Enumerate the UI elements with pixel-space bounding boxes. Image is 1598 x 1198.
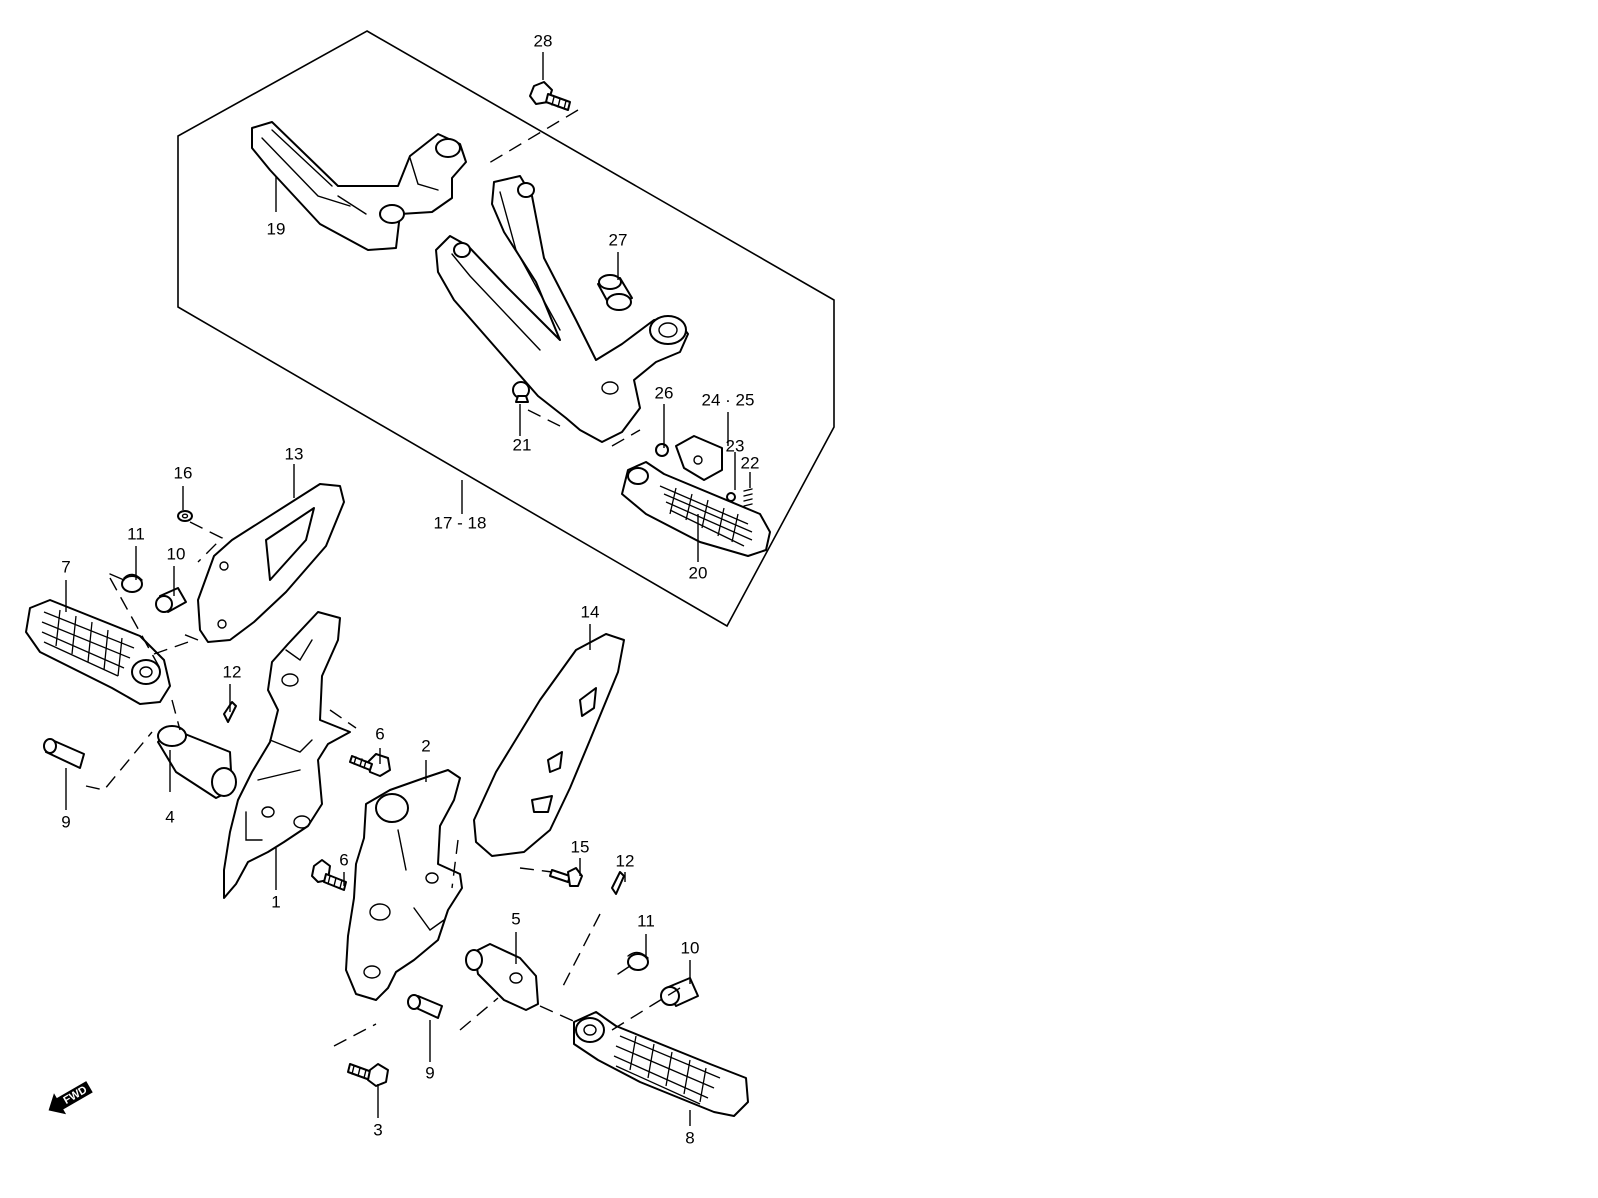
part-13-heel-guard bbox=[197, 483, 345, 643]
part-12-cotter-pin-right bbox=[611, 871, 625, 895]
callout-6-upper: 6 bbox=[375, 724, 384, 743]
part-11-spring-left bbox=[109, 573, 143, 593]
callout-7: 7 bbox=[61, 557, 70, 576]
callout-10-left: 10 bbox=[167, 544, 186, 563]
callout-1: 1 bbox=[271, 892, 280, 911]
callout-4: 4 bbox=[165, 807, 174, 826]
part-26-clip bbox=[655, 443, 669, 457]
leader-lines bbox=[65, 52, 751, 1126]
callout-24-25: 24 · 25 bbox=[702, 390, 755, 409]
callout-13: 13 bbox=[285, 444, 304, 463]
part-22-spring bbox=[743, 488, 753, 507]
part-10-pin-right bbox=[660, 977, 699, 1007]
callout-19: 19 bbox=[267, 219, 286, 238]
part-9-pin-right bbox=[407, 994, 443, 1019]
part-14-heel-guard bbox=[473, 633, 625, 857]
part-6-bolt-lower bbox=[311, 859, 347, 891]
part-24-25-plate bbox=[675, 435, 723, 481]
callout-21: 21 bbox=[513, 435, 532, 454]
callout-23: 23 bbox=[726, 436, 745, 455]
part-5-pivot-shaft bbox=[465, 943, 539, 1011]
callout-5: 5 bbox=[511, 909, 520, 928]
callout-20: 20 bbox=[689, 563, 708, 582]
callout-22: 22 bbox=[741, 453, 760, 472]
part-2-bracket bbox=[345, 769, 463, 1001]
part-8-footpeg-right bbox=[573, 1011, 749, 1117]
part-11-spring-right bbox=[617, 951, 649, 975]
part-15-bolt bbox=[549, 867, 583, 887]
part-27-collar bbox=[597, 274, 633, 311]
callout-9-right: 9 bbox=[425, 1063, 434, 1082]
callout-8: 8 bbox=[685, 1128, 694, 1147]
part-17-18-main-bracket bbox=[435, 175, 689, 443]
callout-12-right: 12 bbox=[616, 851, 635, 870]
rear-footrest-assembly-frame bbox=[177, 30, 835, 628]
part-28-bolt bbox=[529, 81, 571, 111]
callout-17-18: 17 - 18 bbox=[434, 513, 487, 532]
part-20-footpeg bbox=[621, 461, 771, 557]
callout-27: 27 bbox=[609, 230, 628, 249]
callout-labels: 28 19 27 26 24 · 25 21 23 22 17 - 18 20 … bbox=[61, 31, 759, 1147]
callout-12-left: 12 bbox=[223, 662, 242, 681]
part-6-bolt-upper bbox=[349, 753, 391, 777]
part-16-washer bbox=[177, 510, 193, 522]
callout-10-right: 10 bbox=[681, 938, 700, 957]
part-4-pivot-shaft bbox=[157, 725, 237, 799]
callout-14: 14 bbox=[581, 602, 600, 621]
part-7-footpeg-left bbox=[25, 599, 171, 705]
callout-2: 2 bbox=[421, 736, 430, 755]
callout-11-left: 11 bbox=[127, 524, 145, 543]
part-19-bracket bbox=[251, 121, 467, 251]
callout-16: 16 bbox=[174, 463, 193, 482]
callout-3: 3 bbox=[373, 1120, 382, 1139]
callout-6-lower: 6 bbox=[339, 850, 348, 869]
assembly-lines bbox=[85, 109, 681, 1047]
fwd-label: FWD bbox=[62, 1084, 90, 1107]
part-9-pin-left bbox=[43, 738, 85, 769]
part-21-pin bbox=[512, 381, 530, 403]
part-10-pin-left bbox=[155, 587, 187, 613]
callout-9-left: 9 bbox=[61, 812, 70, 831]
callout-28: 28 bbox=[534, 31, 553, 50]
part-3-bolt bbox=[347, 1063, 389, 1087]
fwd-arrow-icon: FWD bbox=[48, 1081, 93, 1115]
callout-15: 15 bbox=[571, 837, 590, 856]
callout-11-right: 11 bbox=[637, 911, 655, 930]
callout-26: 26 bbox=[655, 383, 674, 402]
part-1-bracket bbox=[223, 611, 351, 899]
